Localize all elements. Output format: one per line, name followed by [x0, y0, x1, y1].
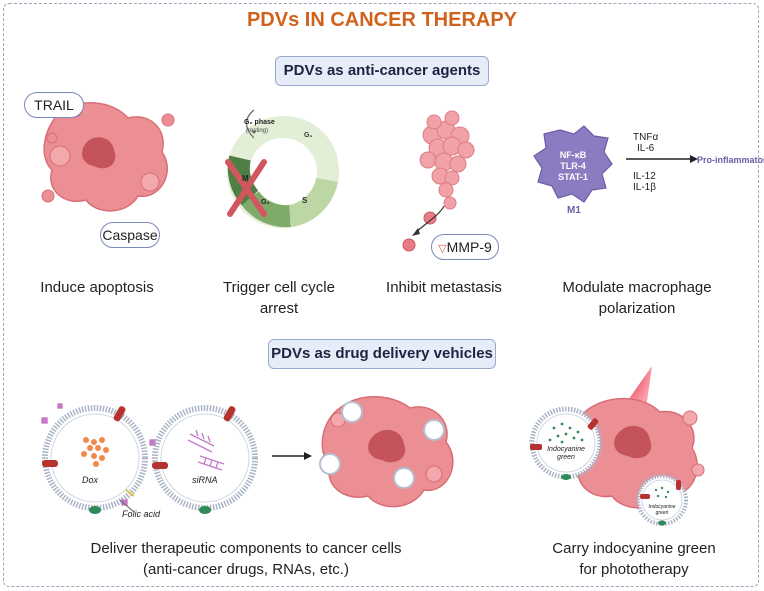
down-triangle-icon: ▽: [438, 243, 447, 255]
caption-phototherapy-line2: for phototherapy: [579, 561, 689, 578]
apoptotic-tumor-cell: [41, 102, 175, 212]
caption-delivery: Deliver therapeutic components to cancer…: [56, 538, 436, 580]
label-g2: G₂: [261, 199, 270, 206]
caption-macrophage-line1: Modulate macrophage: [562, 279, 712, 296]
caption-metastasis: Inhibit metastasis: [386, 279, 502, 296]
caption-delivery-line1: Deliver therapeutic components to cancer…: [90, 540, 402, 557]
label-folic-acid: Folic acid: [122, 509, 161, 519]
metastatic-cell-cluster: [402, 110, 475, 252]
label-pro-inflammatory: Pro-inflammatory: [697, 155, 764, 165]
vesicle-sirna: [152, 405, 258, 514]
label-resting: (resting): [246, 128, 268, 134]
m1-macrophage: [533, 125, 698, 203]
caption-cell-cycle-line1: Trigger cell cycle: [223, 279, 335, 296]
section-drug-delivery: PDVs as drug delivery vehicles: [268, 339, 496, 369]
label-icg-1-line1: Indocyanine: [547, 446, 585, 453]
caption-apoptosis: Induce apoptosis: [40, 279, 154, 296]
label-stat1: STAT-1: [558, 172, 588, 182]
diagram-frame: [3, 3, 759, 587]
cell-cycle-wheel: [225, 109, 339, 228]
label-sirna: siRNA: [192, 475, 218, 485]
phototherapy-illustration: [529, 366, 705, 526]
label-nfkb: NF-κB: [560, 150, 587, 160]
caption-phototherapy-line1: Carry indocyanine green: [552, 540, 716, 557]
diagram-title: PDVs IN CANCER THERAPY: [246, 9, 518, 31]
label-dox: Dox: [82, 475, 99, 485]
label-tlr4: TLR-4: [560, 161, 586, 171]
mmp9-label: MMP-9: [446, 239, 492, 255]
caption-cell-cycle-line2: arrest: [259, 300, 299, 317]
label-tnfa: TNFα: [633, 132, 658, 143]
label-m1: M1: [567, 205, 581, 216]
section-anticancer-agents: PDVs as anti-cancer agents: [275, 56, 489, 86]
caption-macrophage-line2: polarization: [598, 300, 676, 317]
trail-tag: TRAIL: [24, 92, 84, 118]
caption-phototherapy: Carry indocyanine green for phototherapy: [542, 538, 726, 580]
label-icg-2-line1: Indocyanine: [649, 504, 676, 510]
label-g1: G₁: [304, 132, 312, 139]
label-il6: IL-6: [637, 143, 655, 154]
tumor-with-vesicles: [319, 396, 454, 508]
caption-cell-cycle: Trigger cell cycle arrest: [206, 277, 352, 319]
label-il12: IL-12: [633, 171, 656, 182]
caspase-tag: Caspase: [100, 222, 160, 248]
label-g0-phase: G₀ phase: [244, 119, 275, 126]
caption-macrophage: Modulate macrophage polarization: [552, 277, 722, 319]
label-icg-2-line2: green: [656, 510, 669, 516]
label-il1b: IL-1β: [633, 182, 656, 193]
label-icg-1-line2: green: [557, 454, 575, 461]
label-s: S: [302, 196, 308, 205]
label-m: M: [242, 174, 249, 183]
mmp9-tag: ▽MMP-9: [431, 234, 499, 260]
vesicle-dox: [41, 403, 156, 514]
caption-delivery-line2: (anti-cancer drugs, RNAs, etc.): [143, 561, 349, 578]
